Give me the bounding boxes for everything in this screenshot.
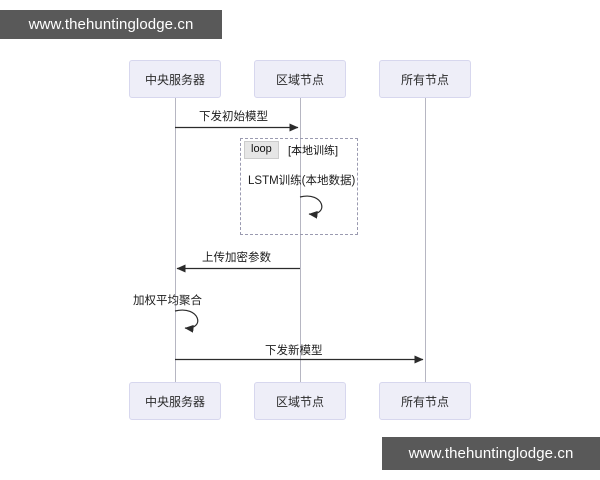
participant-label: 中央服务器 bbox=[144, 394, 205, 409]
lifeline-all-nodes bbox=[425, 98, 426, 382]
participant-label: 所有节点 bbox=[400, 394, 449, 409]
loop-fragment-operator: loop bbox=[244, 141, 279, 159]
participant-regional-node-bottom[interactable]: 区域节点 bbox=[254, 382, 346, 420]
loop-fragment-condition: [本地训练] bbox=[288, 145, 339, 157]
loop-fragment bbox=[240, 138, 358, 235]
participant-label: 所有节点 bbox=[400, 72, 449, 87]
message-label-0: 下发初始模型 bbox=[199, 111, 268, 123]
message-label-1: LSTM训练(本地数据) bbox=[248, 175, 356, 187]
watermark-top: www.thehuntinglodge.cn bbox=[0, 10, 222, 39]
participant-all-nodes-top[interactable]: 所有节点 bbox=[379, 60, 471, 98]
watermark-bottom: www.thehuntinglodge.cn bbox=[382, 437, 600, 470]
message-label-2: 上传加密参数 bbox=[202, 252, 271, 264]
participant-label: 区域节点 bbox=[275, 394, 324, 409]
participant-central-server-top[interactable]: 中央服务器 bbox=[129, 60, 221, 98]
participant-label: 中央服务器 bbox=[144, 72, 205, 87]
message-arrow-1-self bbox=[299, 195, 323, 219]
participant-central-server-bottom[interactable]: 中央服务器 bbox=[129, 382, 221, 420]
participant-regional-node-top[interactable]: 区域节点 bbox=[254, 60, 346, 98]
message-label-4: 下发新模型 bbox=[265, 345, 323, 357]
participant-all-nodes-bottom[interactable]: 所有节点 bbox=[379, 382, 471, 420]
participant-label: 区域节点 bbox=[275, 72, 324, 87]
lifeline-central-server bbox=[175, 98, 176, 382]
message-arrow-3-self bbox=[174, 309, 199, 333]
lifeline-regional-node bbox=[300, 98, 301, 382]
message-label-3: 加权平均聚合 bbox=[133, 295, 202, 307]
